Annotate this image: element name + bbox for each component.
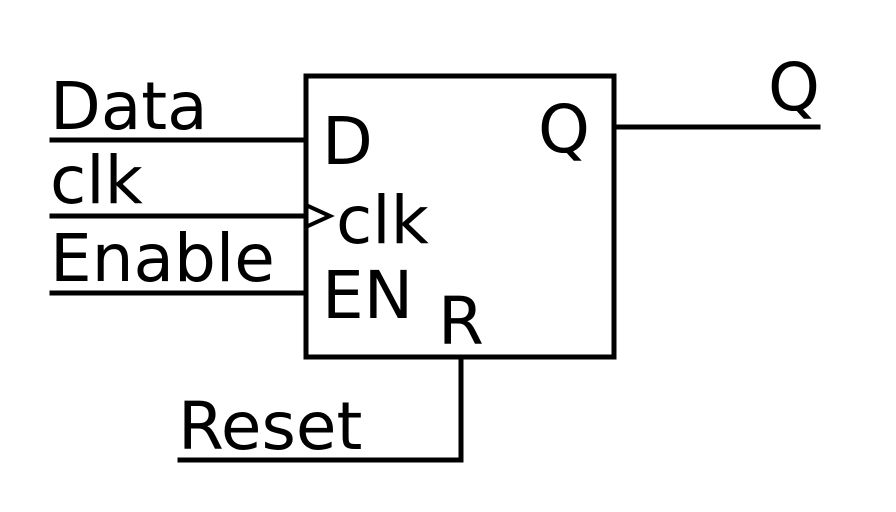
pin-en-label: EN: [322, 257, 413, 334]
clk-input-label: clk: [50, 142, 144, 219]
q-output-label: Q: [768, 49, 820, 126]
pin-q-label: Q: [538, 91, 590, 168]
reset-wire: [177, 354, 464, 463]
data-input-label: Data: [50, 68, 208, 145]
enable-input-label: Enable: [50, 220, 275, 297]
pin-clk-label: clk: [336, 182, 430, 259]
clock-edge-marker: [305, 203, 335, 229]
reset-input-label: Reset: [178, 388, 362, 465]
pin-r-label: R: [438, 283, 484, 360]
pin-d-label: D: [322, 103, 373, 180]
